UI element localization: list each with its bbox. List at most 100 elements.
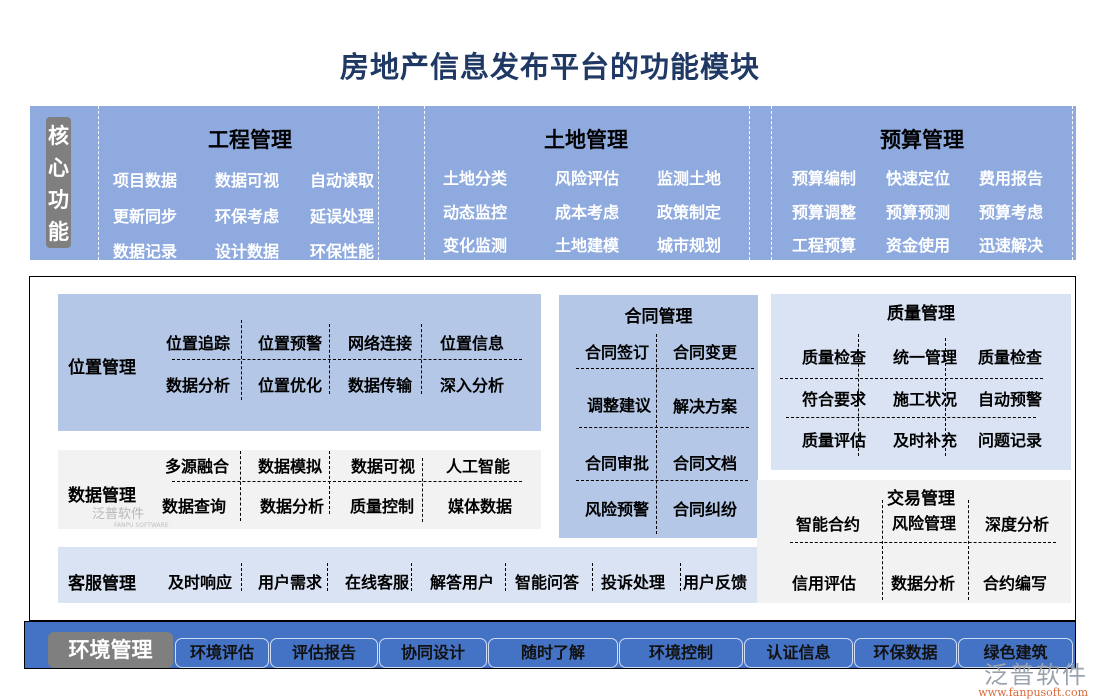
module-item: 预算预测 (886, 203, 951, 222)
divider (241, 320, 242, 400)
location-item: 深入分析 (440, 376, 505, 395)
divider (592, 563, 593, 591)
divider (241, 563, 242, 591)
trade-item: 数据分析 (891, 574, 956, 593)
data-item: 多源融合 (165, 457, 230, 476)
trade-management-box (757, 480, 1071, 603)
divider (656, 334, 657, 534)
data-management-box (58, 450, 541, 529)
location-item: 数据传输 (348, 376, 413, 395)
trade-item: 深度分析 (985, 515, 1050, 534)
service-management-box (58, 547, 758, 603)
env-tab: 协同设计 (379, 638, 487, 668)
module-item: 设计数据 (215, 242, 280, 261)
divider (424, 106, 425, 260)
divider (329, 324, 330, 394)
core-label-char: 核 (48, 124, 69, 148)
contract-management-box (559, 295, 758, 538)
divider (329, 451, 330, 514)
location-item: 位置信息 (440, 334, 505, 353)
location-item: 网络连接 (348, 334, 413, 353)
divider (968, 500, 969, 600)
quality-item: 统一管理 (893, 348, 958, 367)
env-tab: 绿色建筑 (958, 638, 1073, 668)
module-item: 土地建模 (555, 236, 620, 255)
contract-item: 调整建议 (587, 396, 652, 415)
data-item: 质量控制 (350, 497, 415, 516)
divider (576, 368, 754, 369)
watermark-brand: 泛普软件 (984, 661, 1088, 689)
divider (505, 563, 506, 591)
divider (786, 417, 1036, 418)
watermark-url: www.fanpusoft.com (978, 686, 1088, 699)
location-item: 位置优化 (258, 376, 323, 395)
core-label-char: 能 (48, 220, 69, 244)
data-item: 数据可视 (351, 457, 416, 476)
service-item: 及时响应 (168, 573, 233, 592)
trade-item: 智能合约 (796, 515, 861, 534)
quality-item: 质量检查 (802, 348, 867, 367)
module-item: 城市规划 (657, 236, 722, 255)
data-item: 人工智能 (446, 457, 511, 476)
module-item: 风险评估 (555, 169, 620, 188)
quality-item: 质量评估 (802, 431, 867, 450)
divider (411, 563, 412, 591)
module-item: 预算调整 (792, 203, 857, 222)
contract-item: 风险预警 (585, 500, 650, 519)
environment-management-label: 环境管理 (48, 632, 173, 668)
data-item: 数据查询 (162, 497, 227, 516)
divider (576, 480, 748, 481)
module-item: 费用报告 (979, 169, 1044, 188)
quality-item: 施工状况 (893, 390, 958, 409)
divider (1072, 106, 1073, 260)
divider (421, 324, 422, 394)
divider (680, 563, 681, 591)
data-management-title: 数据管理 (68, 486, 136, 506)
module-item: 数据可视 (215, 171, 280, 190)
env-tab: 环保数据 (854, 638, 957, 668)
module-item: 项目数据 (113, 171, 178, 190)
contract-item: 合同纠纷 (673, 500, 738, 519)
core-functions-label: 核 心 功 能 (46, 117, 71, 248)
module-item: 变化监测 (443, 236, 508, 255)
trade-item: 信用评估 (792, 574, 857, 593)
core-functions-band (30, 106, 1076, 260)
env-tab: 认证信息 (744, 638, 853, 668)
modules-frame (29, 276, 1076, 621)
service-item: 用户反馈 (683, 573, 748, 592)
contract-item: 合同变更 (673, 343, 738, 362)
module-item: 资金使用 (886, 236, 951, 255)
divider (422, 458, 423, 522)
module-item: 更新同步 (113, 207, 178, 226)
module-item: 延误处理 (310, 207, 375, 226)
module-item: 政策制定 (657, 203, 722, 222)
core-label-char: 心 (48, 156, 69, 180)
env-tab: 环境评估 (175, 638, 269, 668)
module-item: 成本考虑 (555, 203, 620, 222)
contract-item: 合同文档 (673, 454, 738, 473)
module-item: 迅速解决 (979, 236, 1044, 255)
divider (749, 106, 750, 260)
module-item: 数据记录 (113, 242, 178, 261)
module-title-land: 土地管理 (544, 128, 628, 152)
trade-management-title: 交易管理 (887, 489, 955, 509)
module-item: 土地分类 (443, 169, 508, 188)
quality-item: 自动预警 (978, 390, 1043, 409)
watermark: 泛普软件 www.fanpusoft.com (978, 655, 1088, 699)
divider (98, 106, 99, 260)
module-item: 自动读取 (310, 171, 375, 190)
divider (579, 427, 749, 428)
contract-management-title: 合同管理 (624, 307, 693, 327)
location-item: 位置预警 (258, 334, 323, 353)
env-tab: 评估报告 (270, 638, 378, 668)
location-item: 数据分析 (166, 376, 231, 395)
divider (780, 378, 1043, 379)
module-item: 监测土地 (657, 169, 722, 188)
divider (378, 106, 379, 260)
service-item: 解答用户 (430, 573, 495, 592)
service-management-title: 客服管理 (68, 574, 136, 594)
divider (240, 451, 241, 521)
quality-item: 符合要求 (802, 390, 867, 409)
quality-management-box (771, 294, 1071, 470)
